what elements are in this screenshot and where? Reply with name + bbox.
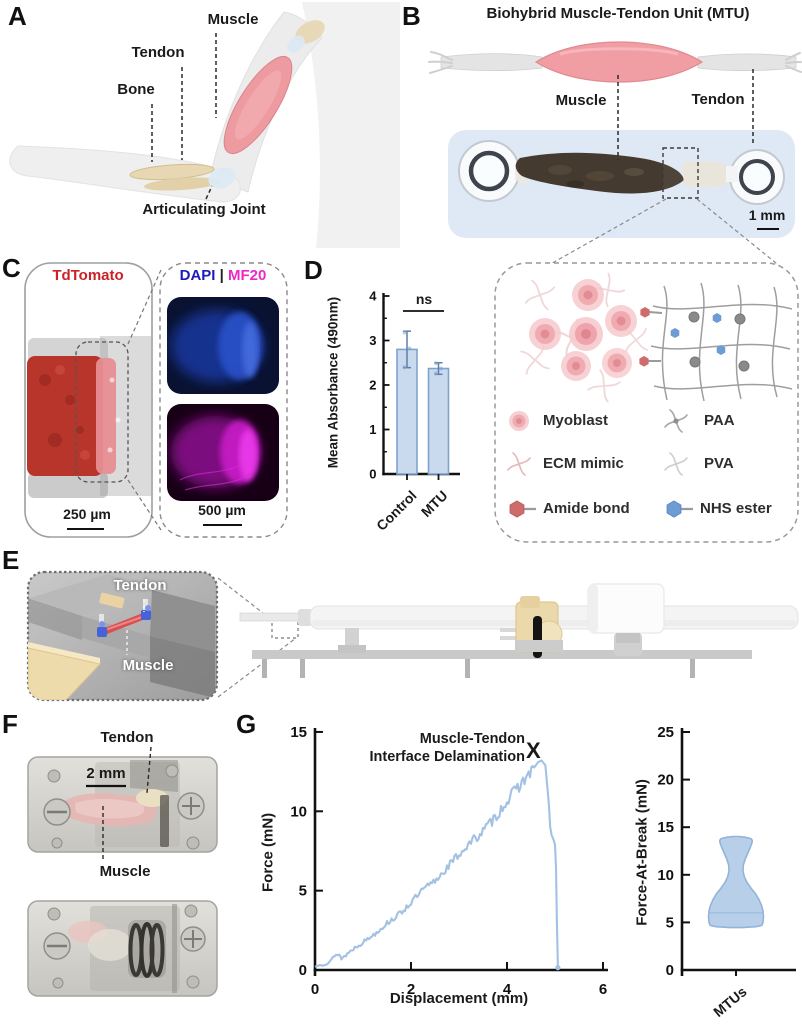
legend-amide-bond-label: Amide bond — [543, 500, 630, 517]
svg-text:0: 0 — [299, 962, 307, 979]
clamp-photo-top — [27, 746, 218, 861]
tendon-tissue-photo — [682, 161, 728, 188]
force-testing-machine — [239, 583, 799, 678]
scale-bar-1mm-label: 1 mm — [748, 207, 786, 223]
legend-pva-label: PVA — [704, 455, 734, 472]
zoom-connector-lines — [507, 198, 788, 289]
crosslink-nodes — [688, 311, 750, 372]
right-anchor-ring — [739, 159, 775, 195]
amide-bond-icon — [509, 500, 536, 518]
panel-b-leader-lines — [617, 69, 754, 160]
clamp-photo-bottom — [27, 900, 218, 997]
panel-label-e: E — [2, 545, 20, 575]
line-chart-x-axis-title: Displacement (mm) — [389, 990, 529, 1007]
panel-label-a: A — [8, 1, 27, 31]
mtu-photo — [448, 69, 795, 289]
panel-label-b: B — [402, 1, 421, 31]
label-muscle-f: Muscle — [99, 863, 151, 880]
legend-nhs-ester-label: NHS ester — [700, 500, 772, 517]
myoblast-cluster — [529, 279, 637, 381]
svg-text:5: 5 — [299, 883, 307, 900]
svg-text:0: 0 — [369, 467, 376, 482]
tdtomato-label: TdTomato — [52, 267, 124, 284]
scale-bar-500um-label: 500 µm — [198, 502, 246, 518]
hydrogel-legend-box — [494, 262, 799, 543]
panel-f-leader-lines — [102, 746, 152, 861]
line-chart-y-axis-title: Force (mN) — [259, 812, 277, 892]
panel-b-title: Biohybrid Muscle-Tendon Unit (MTU) — [486, 5, 750, 22]
left-anchor-ring — [468, 150, 510, 192]
fluorescence-image-box — [127, 262, 288, 538]
label-tendon-a: Tendon — [131, 44, 185, 61]
legend-paa-label: PAA — [704, 412, 735, 429]
label-bone-a: Bone — [117, 81, 155, 98]
label-articulating-joint: Articulating Joint — [142, 201, 266, 218]
tdtomato-tissue — [27, 356, 103, 476]
scale-bar-2mm-label: 2 mm — [86, 765, 126, 782]
label-tendon-e: Tendon — [113, 577, 167, 594]
svg-text:10: 10 — [657, 867, 674, 884]
legend-ecm-mimic-label: ECM mimic — [543, 455, 624, 472]
svg-text:2: 2 — [369, 378, 376, 393]
legend-myoblast-label: Myoblast — [543, 412, 609, 429]
force-displacement-chart: 0 5 10 15 0 2 4 6 — [290, 724, 608, 998]
biceps-muscle-shape — [223, 55, 293, 155]
panel-label-f: F — [2, 709, 18, 739]
svg-text:3: 3 — [369, 333, 376, 348]
interface-zoom-box-c — [75, 341, 129, 483]
svg-text:20: 20 — [657, 772, 674, 789]
bar-chart-y-axis-title: Mean Absorbance (490nm) — [325, 296, 341, 469]
svg-text:2: 2 — [407, 981, 415, 998]
panel-a-leader-lines — [151, 33, 217, 200]
polymer-network — [650, 282, 793, 402]
break-point-marker: X — [526, 738, 541, 763]
mf20-label: MF20 — [228, 267, 267, 284]
scale-bar-250um-label: 250 µm — [63, 506, 111, 522]
arm-illustration — [9, 2, 400, 248]
nhs-ester-icon — [666, 500, 693, 518]
svg-text:0: 0 — [666, 962, 674, 979]
label-muscle-b: Muscle — [555, 92, 607, 109]
label-tendon-b: Tendon — [691, 91, 745, 108]
svg-text:4: 4 — [369, 289, 377, 304]
svg-text:15: 15 — [657, 819, 674, 836]
label-muscle-a: Muscle — [207, 11, 259, 28]
svg-text:10: 10 — [290, 803, 307, 820]
label-muscle-e: Muscle — [122, 657, 174, 674]
paa-icon — [664, 409, 688, 433]
svg-text:0: 0 — [311, 981, 319, 998]
delamination-annotation-line2: Interface Delamination — [369, 749, 525, 765]
significance-label: ns — [415, 291, 433, 307]
absorbance-bar-chart: 0 1 2 3 4 — [369, 289, 460, 482]
panel-label-c: C — [2, 253, 21, 283]
rig-connector-lines — [217, 577, 297, 698]
panel-label-d: D — [304, 255, 323, 285]
svg-text:25: 25 — [657, 724, 674, 741]
dapi-mf20-label: DAPI | MF20 — [163, 267, 283, 285]
zoom-connector-lines-c — [127, 269, 162, 531]
stain-divider: | — [219, 267, 224, 284]
delamination-annotation-line1: Muscle-Tendon — [419, 731, 525, 747]
rig-inset — [26, 570, 299, 702]
panel-label-g: G — [236, 709, 257, 739]
mtu-schematic — [428, 41, 802, 83]
media-bath-cup — [587, 583, 665, 634]
tdtomato-image-box — [24, 262, 153, 538]
svg-text:4: 4 — [503, 981, 512, 998]
force-at-break-violin: 0 5 10 15 20 25 — [657, 724, 796, 979]
dapi-label: DAPI — [179, 267, 216, 284]
interface-zoom-box — [662, 147, 699, 199]
amide-bond-markers — [639, 307, 663, 367]
myoblast-icon — [509, 411, 529, 431]
svg-text:5: 5 — [666, 914, 674, 931]
svg-text:1: 1 — [369, 422, 376, 437]
svg-text:15: 15 — [290, 724, 307, 741]
nhs-ester-markers — [670, 313, 726, 355]
svg-text:6: 6 — [599, 981, 607, 998]
label-tendon-f: Tendon — [100, 729, 154, 746]
violin-y-axis-title: Force-At-Break (mN) — [633, 779, 651, 926]
